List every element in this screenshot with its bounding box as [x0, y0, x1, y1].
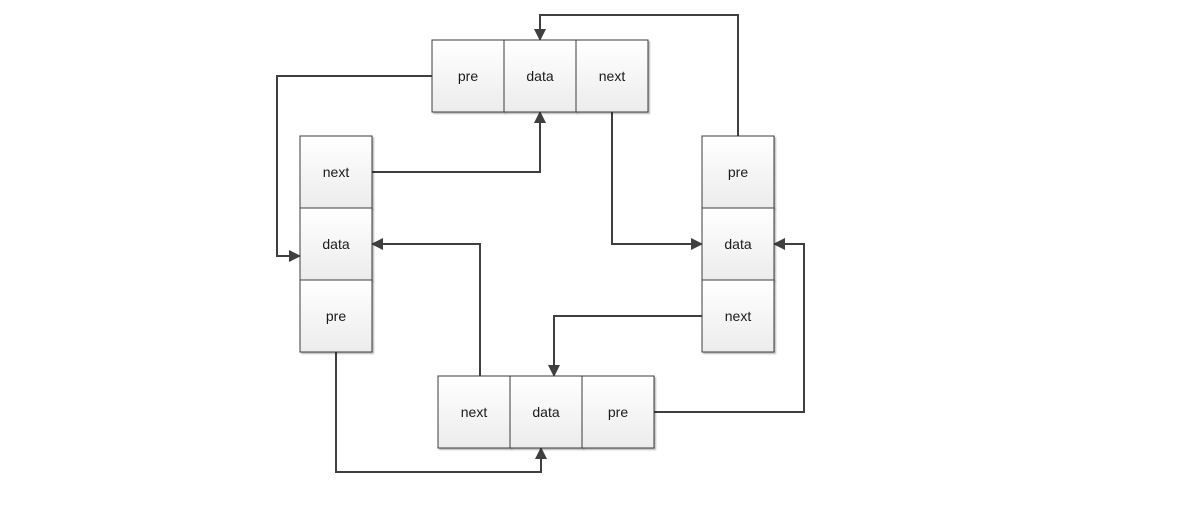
node-top-next-cell: [575, 39, 649, 113]
node-left-next-cell: [299, 135, 373, 209]
arrow-left-next-to-top-data: [372, 111, 546, 173]
arrow-bottom-next-to-left-data: [371, 238, 481, 376]
node-left-pre-label: pre: [326, 308, 346, 324]
arrow-left-pre-to-bottom-data: [335, 352, 547, 473]
node-right-data-cell: [701, 207, 775, 281]
node-right-next-label: next: [725, 308, 752, 324]
node-right: pre data next: [701, 135, 775, 353]
node-left-data-label: data: [322, 236, 349, 252]
node-top-data-label: data: [526, 68, 553, 84]
node-bottom-pre-label: pre: [608, 404, 628, 420]
node-right-next-cell: [701, 279, 775, 353]
arrow-bottom-pre-to-right-data: [654, 238, 805, 413]
arrow-top-next-to-right-data: [611, 112, 703, 250]
node-left: next data pre: [299, 135, 373, 353]
node-left-next-label: next: [323, 164, 350, 180]
node-top-pre-label: pre: [458, 68, 478, 84]
nodes-layer: pre data next next data pre pre data next next dat…: [299, 39, 775, 449]
node-top-pre-cell: [431, 39, 505, 113]
arrow-top-pre-to-left-data: [276, 75, 432, 262]
arrow-right-pre-to-top-data: [534, 14, 739, 136]
node-bottom-pre-cell: [581, 375, 655, 449]
arrow-right-next-to-bottom-data: [548, 315, 702, 377]
node-left-data-cell: [299, 207, 373, 281]
node-right-pre-label: pre: [728, 164, 748, 180]
node-bottom-next-label: next: [461, 404, 488, 420]
node-top-data-cell: [503, 39, 577, 113]
node-right-data-label: data: [724, 236, 751, 252]
node-bottom: next data pre: [437, 375, 655, 449]
links-layer: [276, 14, 805, 473]
node-left-pre-cell: [299, 279, 373, 353]
node-top: pre data next: [431, 39, 649, 113]
node-right-pre-cell: [701, 135, 775, 209]
node-bottom-data-cell: [509, 375, 583, 449]
node-bottom-data-label: data: [532, 404, 559, 420]
node-top-next-label: next: [599, 68, 626, 84]
